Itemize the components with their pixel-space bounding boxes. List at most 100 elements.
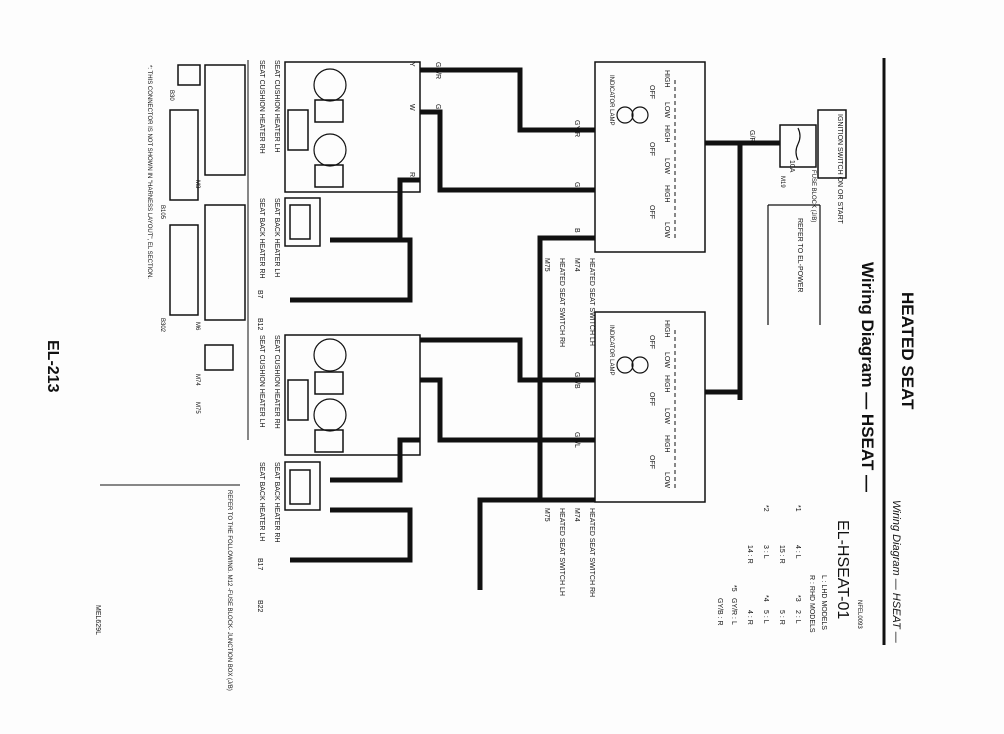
legend-b: 14 : R	[746, 545, 753, 564]
diagram-subtitle: Wiring Diagram — HSEAT —	[858, 262, 877, 492]
wire-color: GY/L	[573, 432, 580, 448]
label-off: OFF	[648, 85, 655, 99]
indicator-lamp-icon	[631, 356, 649, 374]
fuse-icon	[795, 127, 801, 161]
heater-element-icon	[289, 469, 311, 505]
heater-label: SEAT BACK HEATER RH	[273, 462, 280, 543]
footnote: *: THIS CONNECTOR IS NOT SHOWN IN "HARNE…	[146, 65, 152, 279]
connector-id: M3	[194, 180, 200, 189]
ground-label: B7	[256, 290, 263, 299]
seat-heaters-2: SEAT CUSHION HEATER RH SEAT CUSHION HEAT…	[258, 334, 421, 543]
indicator-lamp-icon	[631, 106, 649, 124]
ignition-switch-box	[817, 109, 847, 179]
label-low: LOW	[663, 222, 670, 238]
page-number: EL-213	[44, 340, 61, 393]
switch-label: HEATED SEAT SWITCH RH	[558, 258, 565, 347]
fuse-rating: 10A	[788, 160, 795, 173]
fuse-connector: M19	[779, 176, 785, 188]
legend-key: *4	[762, 595, 769, 602]
heater-element-icon	[287, 109, 309, 151]
heater-element-icon	[314, 99, 344, 123]
page-title: HEATED SEAT	[898, 292, 917, 410]
heater-label: SEAT CUSHION HEATER RH	[258, 60, 265, 154]
indicator-lamp-icon	[616, 106, 634, 124]
refer-bracket	[767, 204, 821, 325]
wire-color: GY/R	[434, 62, 441, 79]
label-low: LOW	[663, 102, 670, 118]
label-off: OFF	[648, 142, 655, 156]
thermostat-icon	[313, 68, 347, 102]
wire-color: GY	[573, 182, 580, 192]
connector-id: B302	[159, 318, 165, 333]
ignition-label: IGNITION SWITCH ON OR START	[836, 114, 843, 225]
label-high: HIGH	[663, 185, 670, 203]
fuse-block-label: FUSE BLOCK (J/B)	[810, 170, 816, 222]
connector-id: B30	[168, 90, 174, 101]
heater-element-icon	[289, 204, 311, 240]
diagram-code: EL-HSEAT-01	[834, 520, 851, 619]
label-high: HIGH	[663, 70, 670, 88]
legend-lhd: L : LHD MODELS	[820, 575, 827, 630]
heater-label: SEAT BACK HEATER LH	[273, 198, 280, 277]
wire-color: R	[408, 172, 415, 177]
thermostat-icon	[313, 338, 347, 372]
wire-color: W	[408, 104, 415, 111]
label-high: HIGH	[663, 375, 670, 393]
fuse-block	[779, 124, 817, 168]
heated-seat-switch-2: HIGH OFF LOW HIGH OFF LOW HIGH OFF LOW I…	[543, 311, 706, 597]
heater-label: SEAT CUSHION HEATER RH	[273, 335, 280, 429]
legend-b: GY/B : R	[716, 598, 723, 626]
wire-color: GY	[434, 104, 441, 114]
wire-color: B	[573, 228, 580, 233]
heater-label: SEAT CUSHION HEATER LH	[273, 60, 280, 153]
label-off: OFF	[648, 455, 655, 469]
heated-seat-switch-1: HIGH OFF LOW HIGH OFF LOW HIGH OFF LOW I…	[543, 61, 706, 347]
label-off: OFF	[648, 205, 655, 219]
thermostat-icon	[313, 133, 347, 167]
label-low: LOW	[663, 408, 670, 424]
switch-connector: M75	[543, 508, 550, 522]
label-high: HIGH	[663, 125, 670, 143]
heater-label: SEAT CUSHION HEATER LH	[258, 335, 265, 428]
legend-key: *3	[794, 595, 801, 602]
label-off: OFF	[648, 392, 655, 406]
connector-id: B105	[159, 205, 165, 220]
refer-junction-note: REFER TO THE FOLLOWING. M12 -FUSE BLOCK-…	[226, 490, 232, 691]
label-high: HIGH	[663, 435, 670, 453]
legend-key: *1	[794, 505, 801, 512]
lamp-label: INDICATOR LAMP	[608, 325, 614, 375]
connector-tables: M3 M6 B30 B105 B302 M74 M75	[159, 64, 246, 414]
legend-b: 4 : R	[746, 610, 753, 625]
legend-a: 5 : L	[762, 610, 769, 624]
heater-element-icon	[287, 379, 309, 421]
label-low: LOW	[663, 472, 670, 488]
label-low: LOW	[663, 158, 670, 174]
legend-b: 15 : R	[778, 545, 785, 564]
connector-id: M6	[194, 322, 200, 331]
ground-label: B22	[256, 600, 263, 613]
heater-label: SEAT BACK HEATER LH	[258, 462, 265, 541]
wire-color: GY/B	[573, 372, 580, 389]
figure-id: MEL629L	[94, 605, 101, 635]
label-low: LOW	[663, 352, 670, 368]
label-off: OFF	[648, 335, 655, 349]
wire-color: G/R	[748, 130, 755, 142]
wire-color: GY/R	[573, 120, 580, 137]
legend-b: 5 : R	[778, 610, 785, 625]
refer-power: REFER TO EL-POWER	[796, 218, 803, 292]
legend-items: *1 4 : L 15 : R *2 3 : L 14 : R *3 2 : L…	[716, 505, 801, 626]
heater-element-icon	[314, 371, 344, 395]
legend-a: 4 : L	[794, 545, 801, 559]
legend-rhd: R : RHD MODELS	[808, 575, 815, 633]
lamp-label: INDICATOR LAMP	[608, 75, 614, 125]
switch-label: HEATED SEAT SWITCH LH	[558, 508, 565, 596]
legend-key: *5	[730, 585, 737, 592]
running-head: Wiring Diagram — HSEAT —	[890, 500, 902, 644]
label-high: HIGH	[663, 320, 670, 338]
connector-id: M75	[194, 402, 200, 414]
indicator-lamp-icon	[616, 356, 634, 374]
connector-id: M74	[194, 374, 200, 386]
harness-wires	[290, 67, 595, 590]
